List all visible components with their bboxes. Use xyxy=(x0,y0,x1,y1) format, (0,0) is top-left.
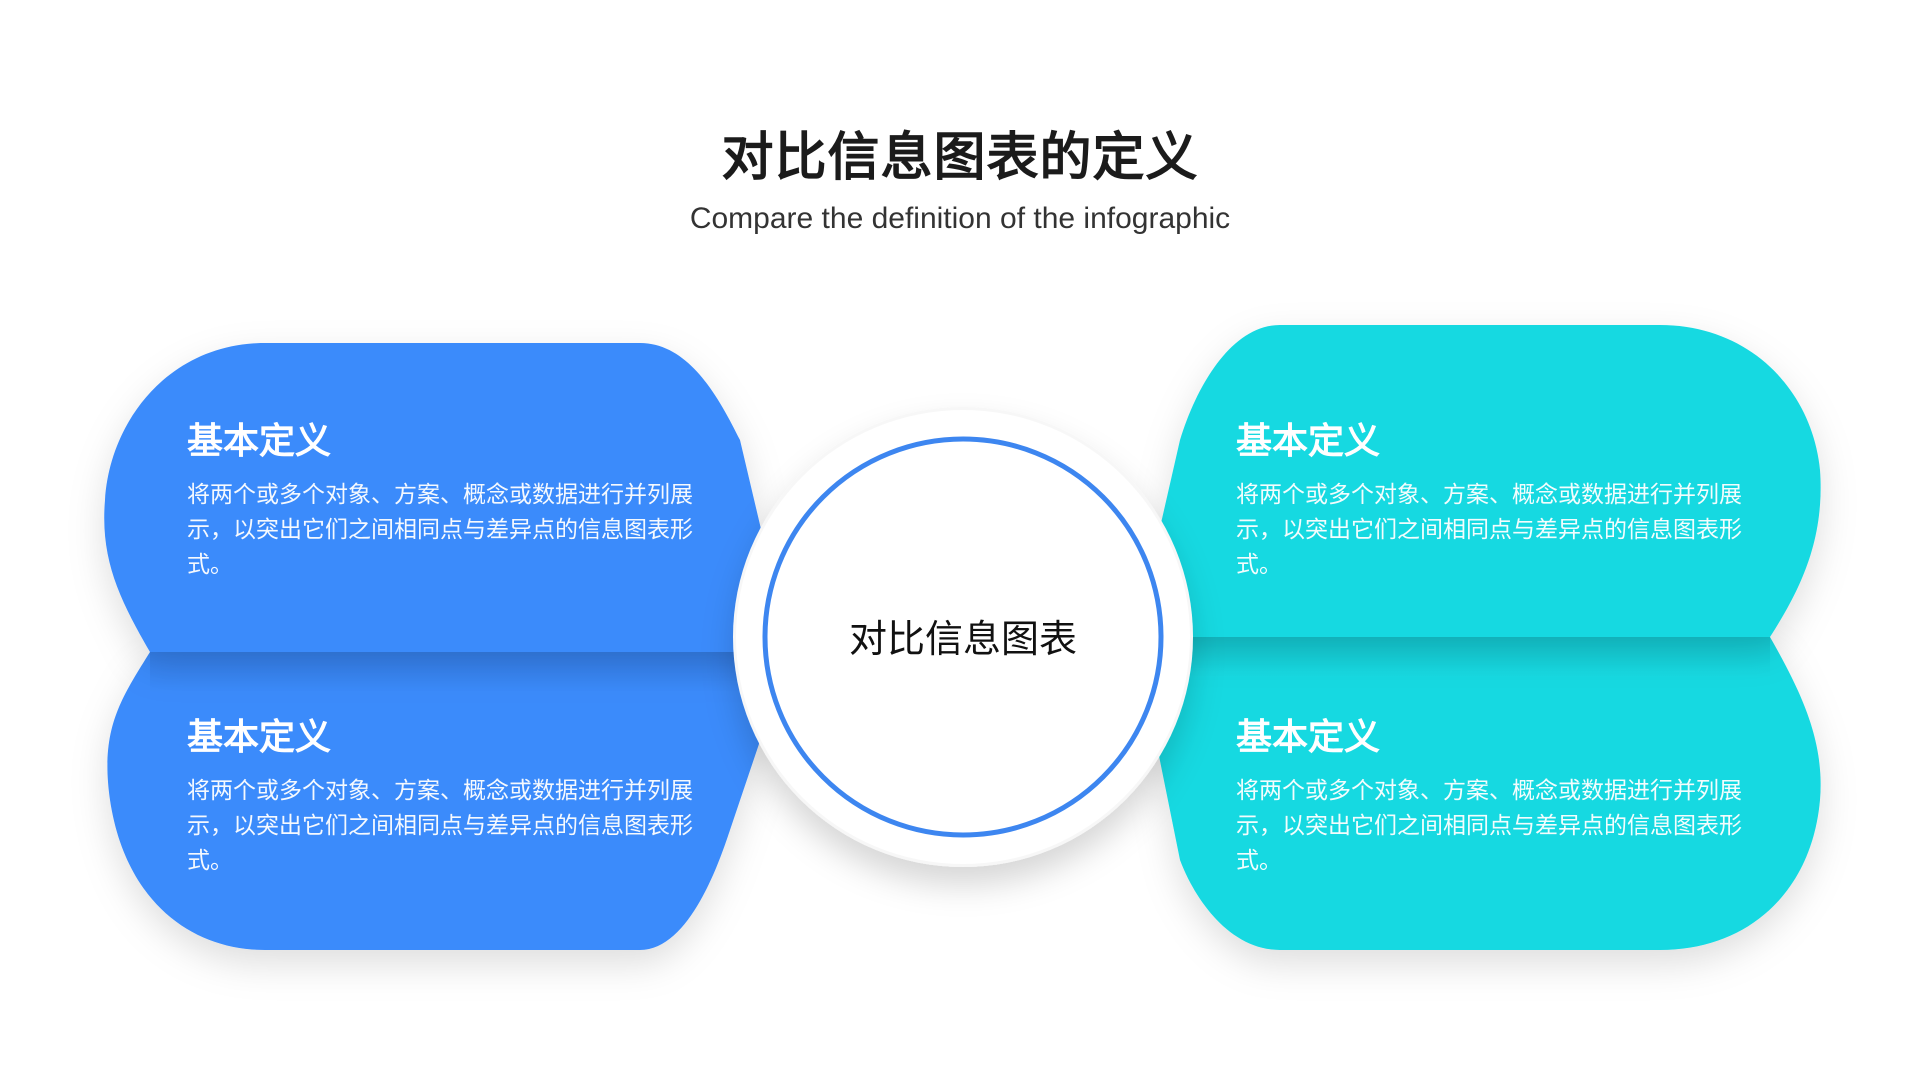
card-title: 基本定义 xyxy=(187,717,332,758)
right-bottom-panel xyxy=(1135,637,1821,950)
right-top-panel xyxy=(1135,325,1821,637)
page-subtitle: Compare the definition of the infographi… xyxy=(689,202,1231,235)
card-bottom-left: 基本定义 将两个或多个对象、方案、概念或数据进行并列展示，以突出它们之间相同点与… xyxy=(187,708,707,879)
left-bottom-panel xyxy=(107,652,791,950)
card-title: 基本定义 xyxy=(1236,717,1381,758)
card-title: 基本定义 xyxy=(187,421,332,462)
left-seam-shadow xyxy=(150,652,780,692)
card-body: 将两个或多个对象、方案、概念或数据进行并列展示，以突出它们之间相同点与差异点的信… xyxy=(1236,778,1742,874)
card-top-right: 基本定义 将两个或多个对象、方案、概念或数据进行并列展示，以突出它们之间相同点与… xyxy=(1236,412,1756,583)
center-circle xyxy=(733,407,1193,867)
card-body: 将两个或多个对象、方案、概念或数据进行并列展示，以突出它们之间相同点与差异点的信… xyxy=(187,778,693,874)
right-seam-shadow xyxy=(1140,637,1770,677)
card-body: 将两个或多个对象、方案、概念或数据进行并列展示，以突出它们之间相同点与差异点的信… xyxy=(187,482,693,578)
card-top-left: 基本定义 将两个或多个对象、方案、概念或数据进行并列展示，以突出它们之间相同点与… xyxy=(187,412,707,583)
page-title: 对比信息图表的定义 xyxy=(721,128,1199,188)
card-body: 将两个或多个对象、方案、概念或数据进行并列展示，以突出它们之间相同点与差异点的信… xyxy=(1236,482,1742,578)
center-ring xyxy=(762,436,1164,838)
left-top-panel xyxy=(104,343,791,652)
card-title: 基本定义 xyxy=(1236,421,1381,462)
card-bottom-right: 基本定义 将两个或多个对象、方案、概念或数据进行并列展示，以突出它们之间相同点与… xyxy=(1236,708,1756,879)
center-label: 对比信息图表 xyxy=(848,617,1077,661)
